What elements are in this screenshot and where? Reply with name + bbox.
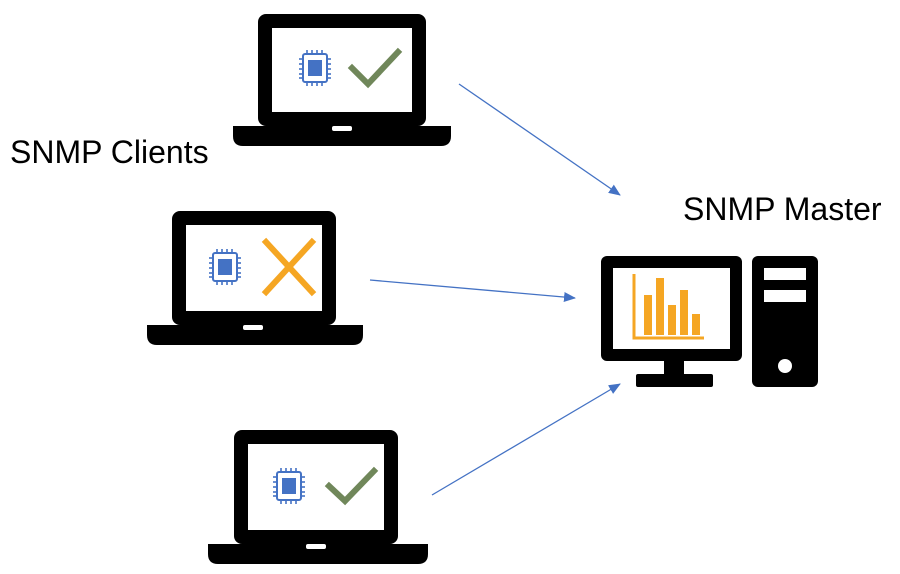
check-icon [347,47,403,89]
arrow-client-2-to-master [369,279,576,303]
client-laptop-3 [208,430,428,564]
arrow-client-3-to-master [431,383,621,496]
master-monitor [601,256,742,387]
master-label: SNMP Master [683,191,882,227]
clients-label: SNMP Clients [10,134,209,170]
bar-chart-icon [632,274,704,340]
master-tower [752,256,818,387]
arrow-client-1-to-master [458,83,621,196]
client-laptop-1 [233,14,451,146]
check-icon [324,466,379,506]
client-laptop-2 [147,211,363,345]
x-icon [261,237,317,297]
